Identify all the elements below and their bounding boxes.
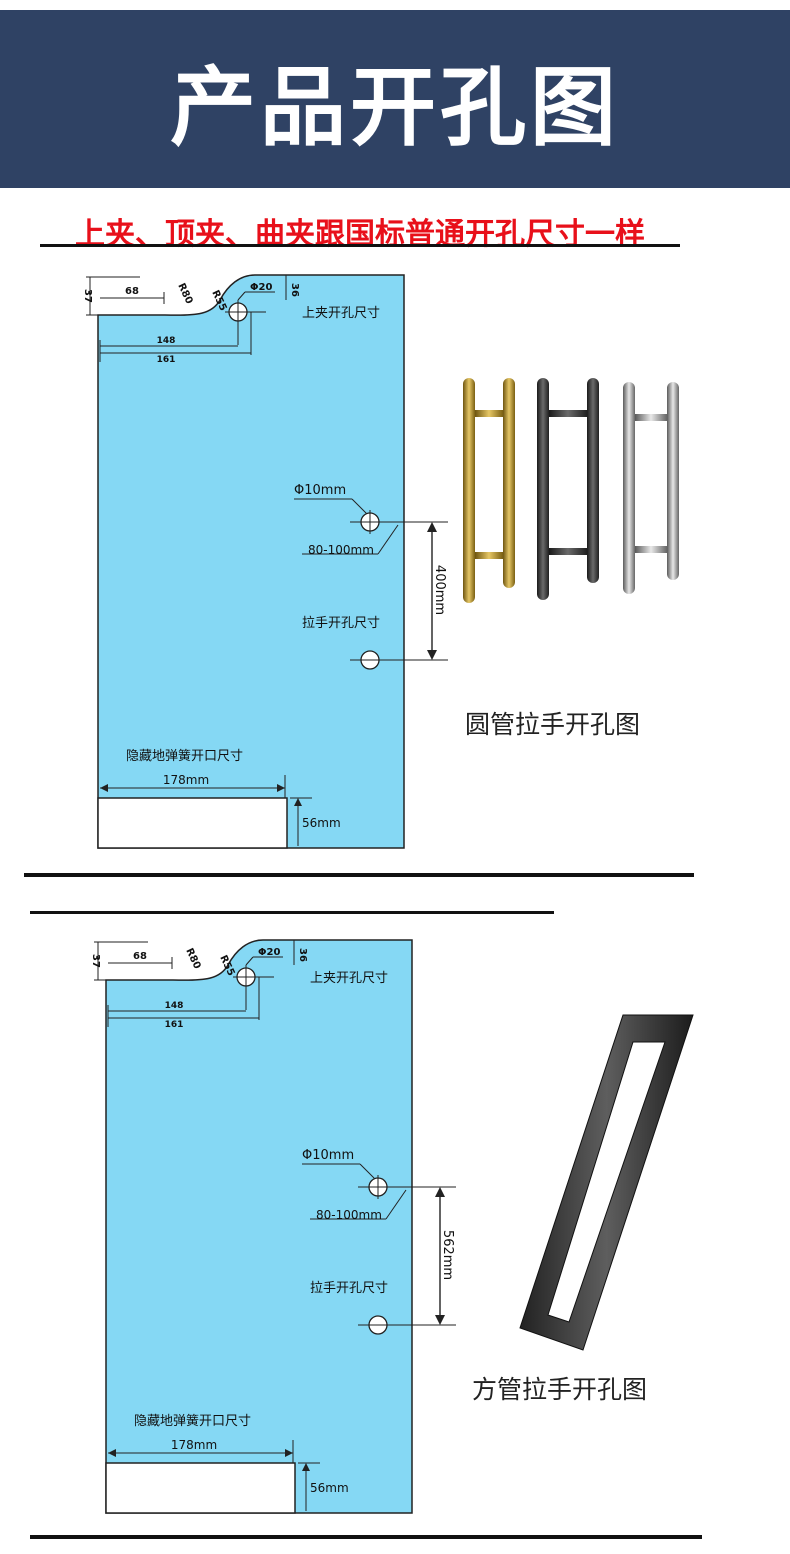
caption-round: 圆管拉手开孔图: [465, 710, 641, 739]
black-handle: [537, 378, 599, 600]
dim-161: 161: [165, 1020, 184, 1030]
label-range: 80-100mm: [308, 543, 374, 557]
label-top-clamp: 上夹开孔尺寸: [310, 971, 388, 986]
divider: [24, 873, 694, 877]
label-range: 80-100mm: [316, 1208, 382, 1222]
glass-panel: [97, 274, 405, 849]
subtitle: 上夹、顶夹、曲夹跟国标普通开孔尺寸一样: [75, 217, 645, 252]
label-floor-spring: 隐藏地弹簧开口尺寸: [126, 748, 243, 764]
dim-36: 36: [289, 283, 300, 297]
dim-56: 56mm: [302, 816, 341, 830]
dim-178: 178mm: [171, 1438, 217, 1452]
header-banner: 产品开孔图: [0, 10, 790, 188]
dim-56: 56mm: [310, 1481, 349, 1495]
dim-spacing: 562mm: [440, 1230, 455, 1280]
silver-handle: [623, 382, 679, 594]
dim-148: 148: [157, 336, 176, 346]
dim-r80: R80: [183, 947, 202, 971]
dim-37: 37: [90, 954, 101, 968]
dim-148: 148: [165, 1001, 184, 1011]
dim-phi20: Φ20: [250, 282, 272, 293]
subtitle-underline: [40, 244, 680, 247]
square-handle-frame: [519, 1014, 694, 1351]
dim-178: 178mm: [163, 773, 209, 787]
caption-square: 方管拉手开孔图: [472, 1375, 648, 1404]
label-phi10: Φ10mm: [294, 483, 346, 498]
dim-68: 68: [125, 286, 139, 297]
dim-phi20: Φ20: [258, 947, 280, 958]
gold-handle: [463, 378, 515, 603]
dim-68: 68: [133, 951, 147, 962]
label-handle: 拉手开孔尺寸: [302, 616, 380, 631]
floor-spring-cutout: [97, 797, 288, 849]
label-top-clamp: 上夹开孔尺寸: [302, 306, 380, 321]
round-tube-handles-photo: [463, 378, 679, 603]
door-diagram-square: 37 68 R80 R55 Φ20 36 上夹开孔尺寸 148 161 Φ10m…: [90, 939, 456, 1514]
divider: [30, 1535, 702, 1539]
label-floor-spring: 隐藏地弹簧开口尺寸: [134, 1413, 251, 1429]
label-phi10: Φ10mm: [302, 1148, 354, 1163]
dim-161: 161: [157, 355, 176, 365]
label-handle: 拉手开孔尺寸: [310, 1281, 388, 1296]
dim-r80: R80: [175, 282, 194, 306]
dim-spacing: 400mm: [432, 565, 447, 615]
door-diagram-round: 37 68 R80 R55 Φ20 36 上夹开孔尺寸 148 161 Φ10m…: [82, 274, 448, 849]
square-tube-handle-photo: [519, 1014, 694, 1351]
glass-panel: [105, 939, 413, 1514]
divider: [30, 911, 554, 914]
page-title: 产品开孔图: [170, 57, 620, 158]
dim-36: 36: [297, 948, 308, 962]
floor-spring-cutout: [105, 1462, 296, 1514]
dim-37: 37: [82, 289, 93, 303]
